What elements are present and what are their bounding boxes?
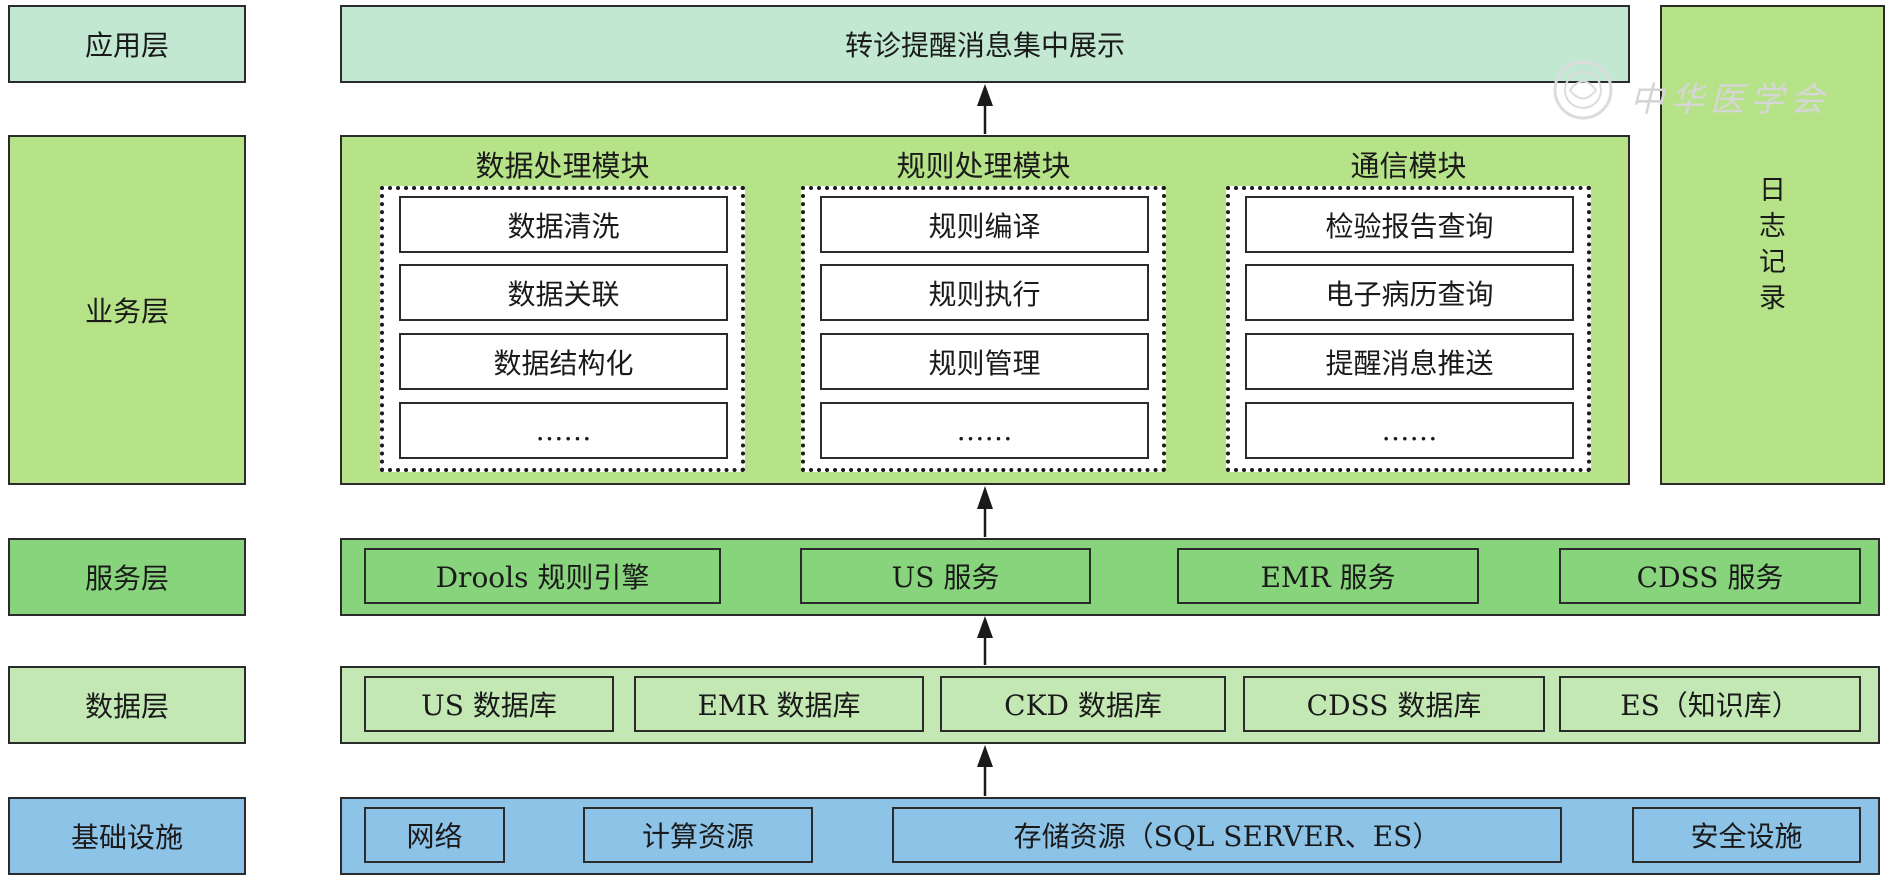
layer-label-app: 应用层 xyxy=(8,5,246,83)
infra-item-storage: 存储资源（SQL SERVER、ES） xyxy=(892,807,1562,863)
log-record-box: 日 志 记 录 xyxy=(1660,5,1885,485)
log-char: 志 xyxy=(1759,211,1786,242)
module-item: …… xyxy=(399,402,728,459)
layer-label-data: 数据层 xyxy=(8,666,246,744)
log-char: 录 xyxy=(1759,283,1786,314)
module-item: …… xyxy=(1245,402,1574,459)
module-item: 规则编译 xyxy=(820,196,1149,253)
module-item: 规则执行 xyxy=(820,264,1149,321)
module-title-data-processing: 数据处理模块 xyxy=(475,149,650,183)
log-char: 日 xyxy=(1759,175,1786,206)
database-item-cdss: CDSS 数据库 xyxy=(1243,676,1545,732)
module-item: 检验报告查询 xyxy=(1245,196,1574,253)
watermark-text: 中华医学会 xyxy=(1630,80,1830,120)
arrow-up-icon xyxy=(977,745,993,796)
module-item: 提醒消息推送 xyxy=(1245,333,1574,390)
service-item-drools: Drools 规则引擎 xyxy=(364,548,721,604)
service-item-us: US 服务 xyxy=(800,548,1091,604)
module-item: 数据清洗 xyxy=(399,196,728,253)
module-title-communication: 通信模块 xyxy=(1350,149,1467,183)
app-display-box: 转诊提醒消息集中展示 xyxy=(340,5,1630,83)
layer-label-service: 服务层 xyxy=(8,538,246,616)
layer-label-infra: 基础设施 xyxy=(8,797,246,875)
module-item: 数据关联 xyxy=(399,264,728,321)
module-item: …… xyxy=(820,402,1149,459)
database-item-es: ES（知识库） xyxy=(1559,676,1861,732)
database-item-us: US 数据库 xyxy=(364,676,614,732)
infra-item-compute: 计算资源 xyxy=(583,807,813,863)
arrow-up-icon xyxy=(977,84,993,134)
module-title-rule-processing: 规则处理模块 xyxy=(896,149,1071,183)
module-item: 电子病历查询 xyxy=(1245,264,1574,321)
log-char: 记 xyxy=(1759,247,1786,278)
module-item: 数据结构化 xyxy=(399,333,728,390)
layer-label-business: 业务层 xyxy=(8,135,246,485)
module-item: 规则管理 xyxy=(820,333,1149,390)
infra-item-security: 安全设施 xyxy=(1632,807,1861,863)
database-item-emr: EMR 数据库 xyxy=(634,676,924,732)
service-item-emr: EMR 服务 xyxy=(1177,548,1479,604)
arrow-up-icon xyxy=(977,486,993,537)
infra-item-network: 网络 xyxy=(364,807,505,863)
watermark-seal-icon xyxy=(1553,60,1613,120)
database-item-ckd: CKD 数据库 xyxy=(940,676,1226,732)
service-item-cdss: CDSS 服务 xyxy=(1559,548,1861,604)
arrow-up-icon xyxy=(977,616,993,665)
